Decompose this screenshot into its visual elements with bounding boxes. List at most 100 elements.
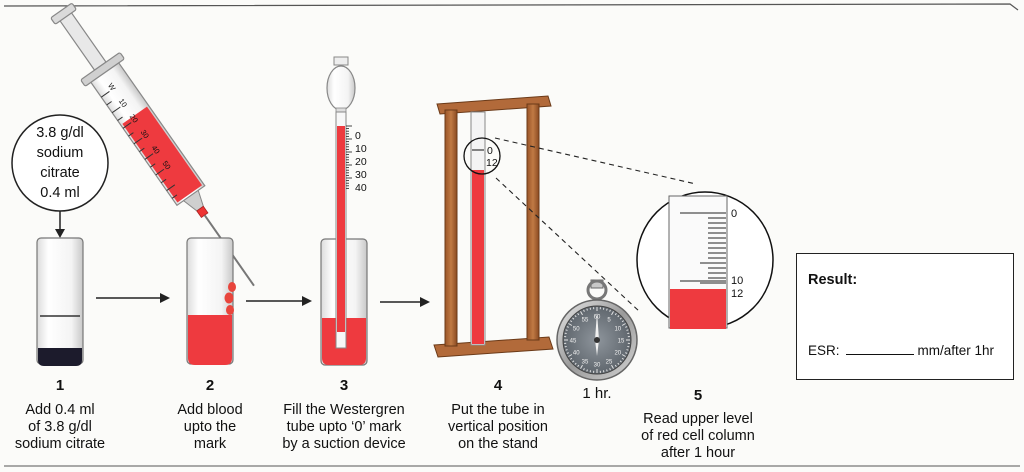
- callout-line: citrate: [40, 165, 80, 181]
- blood-drop: [228, 282, 236, 292]
- stopwatch-tick: [572, 317, 575, 320]
- step-number: 5: [693, 387, 703, 404]
- caption-line: upto the: [183, 419, 237, 435]
- stopwatch-tick: [570, 320, 573, 323]
- stopwatch-tick: [568, 323, 573, 326]
- syringe-label: 50: [160, 159, 172, 171]
- step-3-caption: Fill the Westergren tube upto ‘0’ mark b…: [266, 402, 422, 453]
- caption-line: by a suction device: [282, 436, 406, 452]
- stopwatch-number: 50: [573, 327, 580, 333]
- caption-line: of red cell column: [641, 428, 755, 444]
- caption-line: on the stand: [458, 436, 538, 452]
- stopwatch-number: 30: [594, 363, 601, 369]
- step-5-caption: Read upper level of red cell column afte…: [628, 411, 768, 462]
- zoom-reading: 0: [731, 208, 737, 220]
- caption-line: Add blood: [177, 402, 243, 418]
- step-2-caption: Add blood upto the mark: [160, 402, 260, 453]
- esr-unit: mm/after 1hr: [917, 343, 995, 358]
- stopwatch-tick: [566, 326, 569, 328]
- blood-tube-icon: [186, 237, 236, 365]
- citrate-solution: [38, 348, 82, 366]
- stopwatch-tick: [586, 308, 588, 311]
- syringe-tick: [111, 106, 121, 114]
- syringe-label: 20: [128, 112, 140, 124]
- stopwatch-tick: [586, 369, 588, 372]
- callout-line: sodium: [36, 145, 84, 161]
- caption-line: sodium citrate: [14, 436, 106, 452]
- syringe-icon: [50, 3, 255, 287]
- syringe-tick: [144, 153, 154, 160]
- stopwatch-tick: [619, 317, 622, 320]
- stopwatch-tick: [621, 320, 624, 323]
- stopwatch-tick: [574, 315, 577, 318]
- stopwatch-tick: [619, 360, 622, 363]
- stopwatch-tick: [565, 349, 568, 351]
- caption-line: Add 0.4 ml: [25, 402, 95, 418]
- caption-line: Put the tube in: [451, 402, 545, 418]
- citrate-callout-text: 3.8 g/dl sodium citrate 0.4 ml: [18, 123, 102, 203]
- caption-line: after 1 hour: [660, 445, 736, 461]
- stopwatch-tick: [626, 349, 629, 351]
- stopwatch-tick: [606, 308, 608, 311]
- syringe-tick: [171, 194, 178, 199]
- test-tube-icon: [36, 237, 84, 366]
- stopwatch-number: 55: [582, 318, 589, 324]
- caption-line: tube upto ‘0’ mark: [286, 419, 402, 435]
- stopwatch-tick: [621, 323, 626, 326]
- caption-line: of 3.8 g/dl: [28, 419, 92, 435]
- syringe-tick: [139, 147, 145, 153]
- magnifier-icon: [463, 137, 501, 175]
- stopwatch-tick: [625, 352, 628, 354]
- syringe-tick: [155, 168, 165, 176]
- stopwatch-tick: [625, 326, 628, 328]
- citrate-callout: [11, 114, 109, 238]
- stopwatch-tick: [574, 362, 577, 365]
- syringe-tick: [117, 116, 123, 121]
- stand-blood-column: [472, 170, 484, 344]
- stopwatch-tick: [577, 313, 580, 316]
- stopwatch-tick: [611, 364, 614, 369]
- timer-label: 1 hr.: [582, 385, 612, 402]
- stopwatch-tick: [617, 315, 620, 318]
- stopwatch-number: 25: [606, 359, 613, 365]
- arrow-2-to-3: [246, 296, 312, 306]
- stopwatch-tick: [609, 309, 611, 312]
- stopwatch-tick: [611, 311, 614, 316]
- westergren-blood: [337, 126, 345, 332]
- stopwatch-tick: [583, 309, 585, 312]
- stopwatch-tick: [583, 368, 585, 371]
- syringe-tick: [100, 91, 110, 98]
- tube-scale-label: 30: [355, 169, 367, 181]
- stopwatch-number: 15: [618, 339, 625, 345]
- syringe-label: 40: [150, 144, 162, 156]
- zoom-connectors: [494, 137, 697, 313]
- step-1-caption: Add 0.4 ml of 3.8 g/dl sodium citrate: [5, 402, 115, 453]
- step-number: 2: [205, 377, 215, 394]
- stopwatch-number: 45: [570, 339, 577, 345]
- stopwatch-tick: [609, 368, 611, 371]
- blood-drop: [226, 305, 234, 315]
- stopwatch-number: 10: [614, 327, 621, 333]
- caption-line: vertical position: [448, 419, 548, 435]
- esr-label: ESR:: [808, 343, 840, 358]
- stopwatch-tick: [621, 357, 624, 360]
- step-number: 3: [339, 377, 349, 394]
- result-box: Result: ESR:mm/after 1hr: [796, 253, 1014, 380]
- stopwatch-tick: [577, 364, 580, 367]
- stand-reading: 12: [486, 157, 498, 169]
- stopwatch-tick: [565, 329, 568, 331]
- syringe-label: 10: [117, 97, 129, 109]
- stopwatch-icon: 60510152025303540455055: [556, 279, 638, 381]
- syringe-tick: [150, 163, 156, 168]
- stopwatch-tick: [621, 354, 626, 357]
- stopwatch-tick: [566, 352, 569, 354]
- esr-blank-line: [845, 343, 914, 355]
- stopwatch-tick: [614, 313, 617, 316]
- step-number: 4: [493, 377, 503, 394]
- tube-scale-label: 40: [355, 182, 367, 194]
- stopwatch-tick: [572, 360, 575, 363]
- stopwatch-tick: [570, 357, 573, 360]
